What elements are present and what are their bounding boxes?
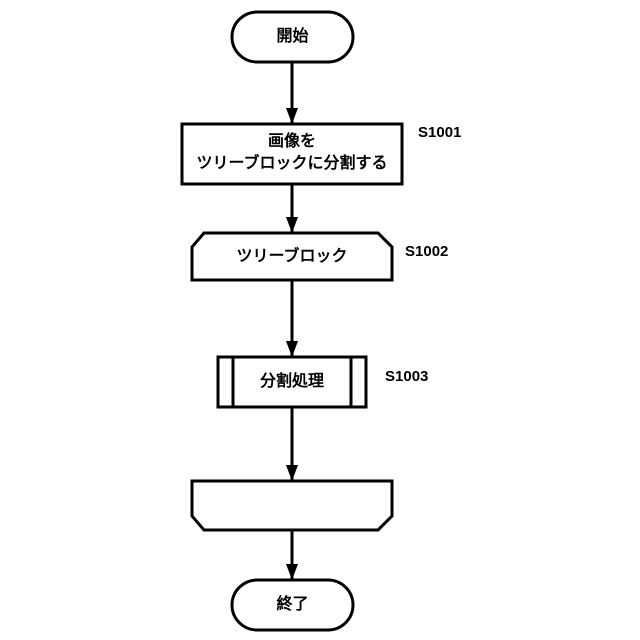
arrowhead-s1001-to-s1002 (286, 217, 298, 233)
arrowhead-start-to-s1001 (286, 108, 298, 124)
arrowhead-s1003-to-loop-end (286, 465, 298, 481)
s1002-label: ツリーブロック (192, 246, 392, 268)
s1001-label-line2: ツリーブロックに分割する (182, 153, 402, 175)
arrowhead-loop-end-to-end (286, 564, 298, 580)
s1003-label: 分割処理 (233, 371, 351, 393)
arrowhead-s1002-to-s1003 (286, 341, 298, 357)
step-id-s1001: S1001 (418, 124, 461, 141)
step-id-s1003: S1003 (385, 368, 428, 385)
start-label: 開始 (232, 26, 353, 48)
step-id-s1002: S1002 (405, 243, 448, 260)
end-label: 終了 (232, 594, 353, 616)
loop-end-box (192, 481, 392, 530)
s1001-label-line1: 画像を (182, 131, 402, 153)
